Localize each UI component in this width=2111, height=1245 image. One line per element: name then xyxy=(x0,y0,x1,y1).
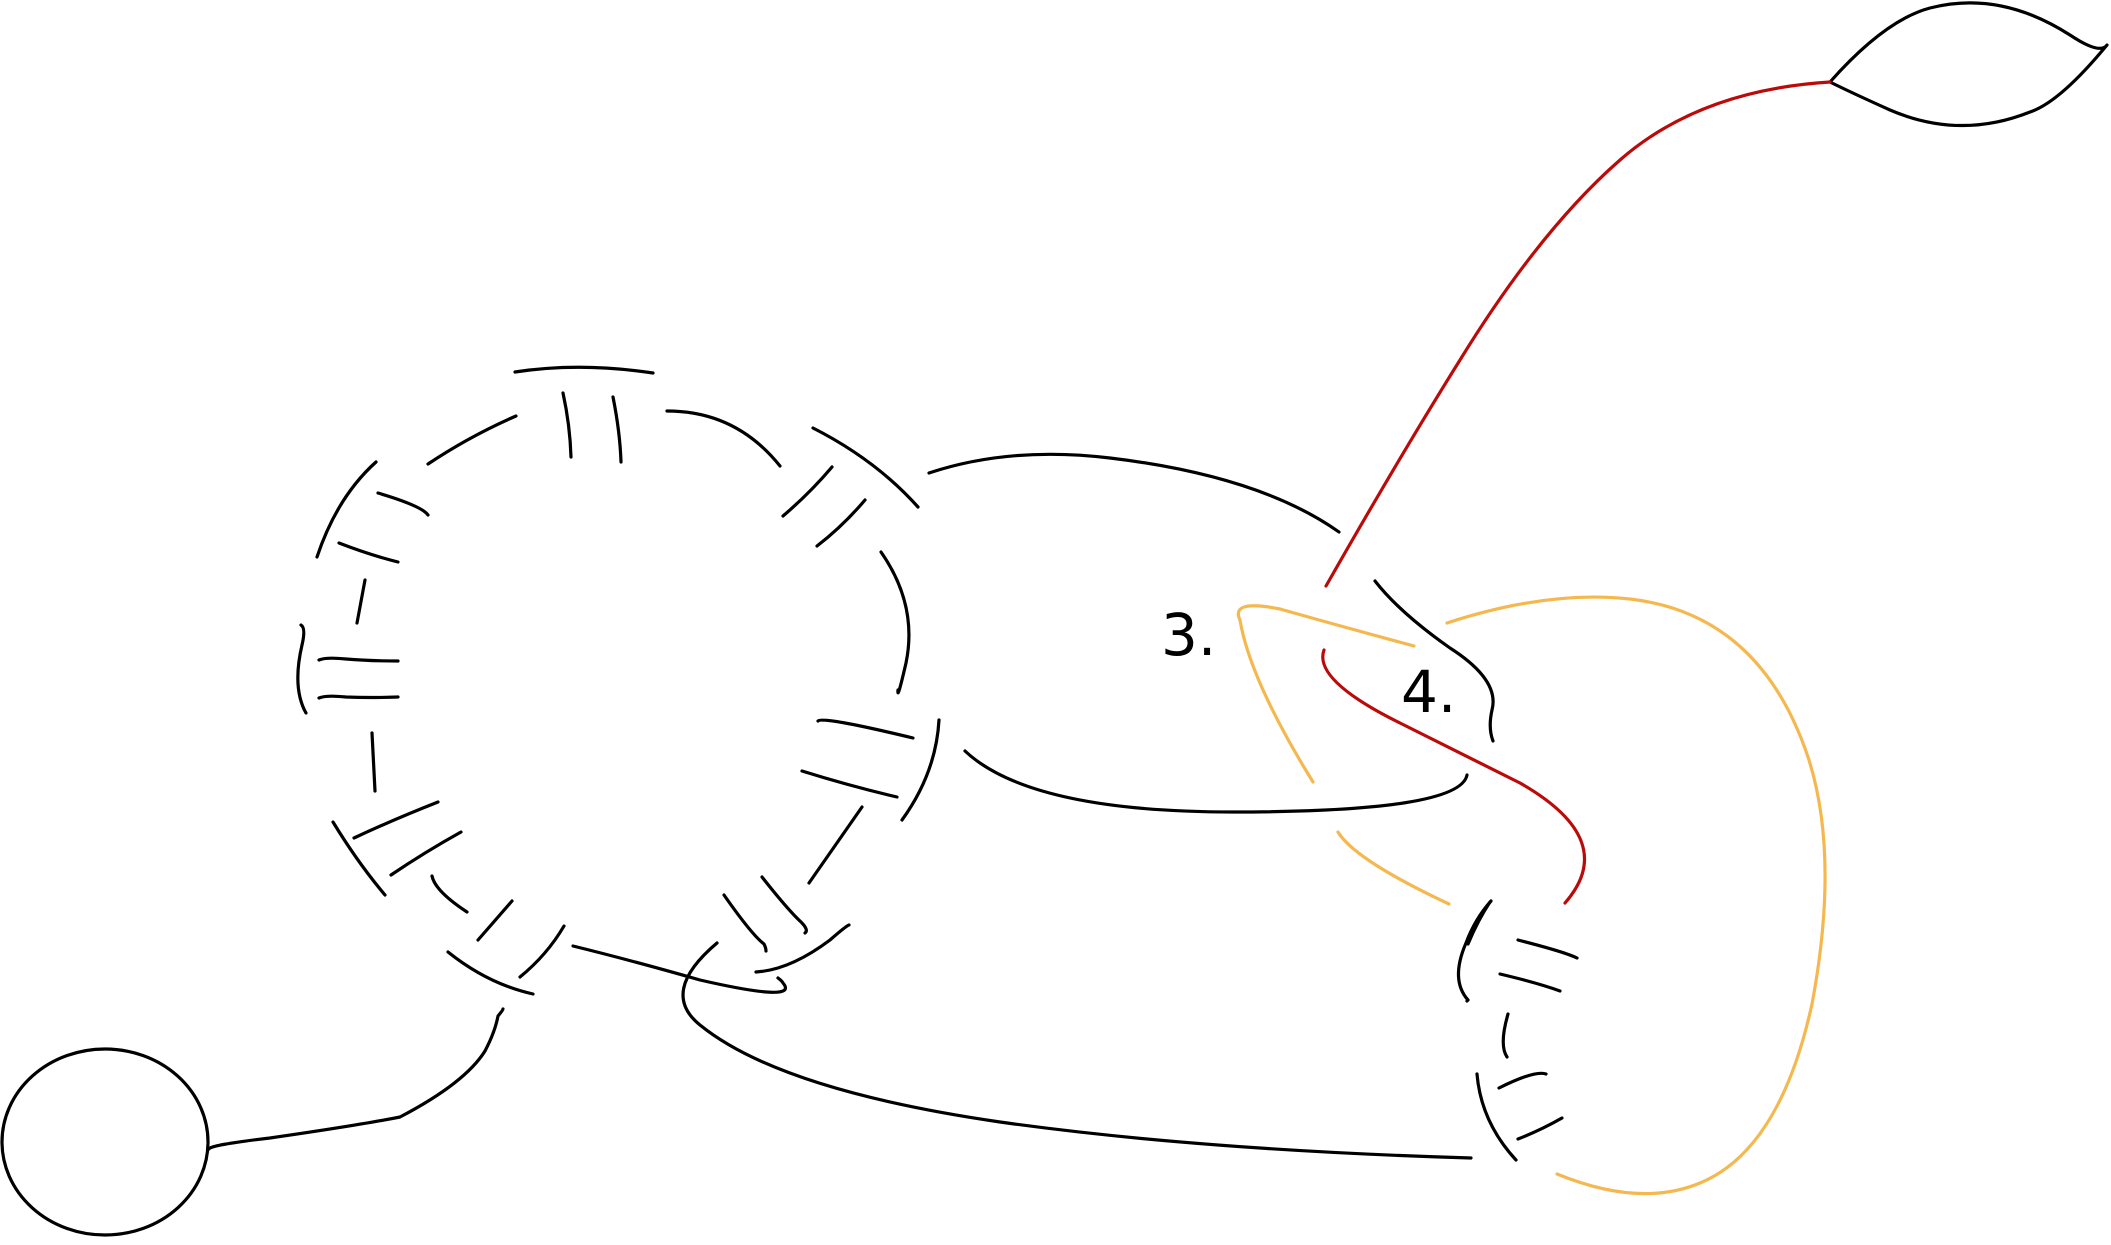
cluster-arc xyxy=(1456,899,1493,1003)
cluster-tick xyxy=(1501,1012,1510,1059)
ring-arc xyxy=(446,950,535,996)
cluster-arc xyxy=(1475,1072,1518,1162)
band-connector xyxy=(1373,579,1495,743)
cluster-tick xyxy=(1516,938,1579,960)
ring-tick xyxy=(800,769,899,799)
ring-tick xyxy=(430,874,469,914)
ring-arc xyxy=(426,414,518,466)
end-loop-right xyxy=(1828,1,2109,128)
ring-tick xyxy=(352,800,440,840)
ring-tick xyxy=(476,899,514,942)
ring-tick xyxy=(376,491,430,517)
ring-tick xyxy=(337,541,400,564)
ring-tick xyxy=(317,694,400,700)
black-band xyxy=(927,452,1495,814)
red-strand xyxy=(1321,80,1832,905)
ring-tick xyxy=(611,395,623,464)
ring-tick xyxy=(807,805,864,885)
left-loop-tail xyxy=(207,1007,505,1151)
ring-tick xyxy=(722,893,768,953)
right-loop-petal xyxy=(1828,1,2109,128)
orange-strand-big-loop xyxy=(1445,595,1827,1196)
ring-arc xyxy=(315,460,378,559)
red-strand-lower xyxy=(1321,648,1587,905)
ring-arc xyxy=(665,409,782,468)
ring-arc xyxy=(754,923,851,974)
orange-strand xyxy=(1236,595,1827,1196)
band-lower-arc xyxy=(963,749,1469,814)
ring-tick xyxy=(317,656,400,663)
ring-crossing-strand xyxy=(681,941,1473,1160)
black-knot-ring xyxy=(296,365,1473,1160)
ring-tick xyxy=(781,465,834,518)
ring-arc xyxy=(879,550,911,695)
ring-tick xyxy=(760,875,808,935)
cluster-tick xyxy=(1497,1071,1548,1090)
red-strand-upper xyxy=(1324,80,1832,588)
band-upper-arc xyxy=(927,452,1341,534)
ring-crossing-strand xyxy=(571,944,787,994)
orange-strand-loop-lower xyxy=(1336,830,1451,906)
ring-arc xyxy=(331,820,387,897)
black-right-cluster xyxy=(1456,899,1579,1162)
cluster-arc xyxy=(1466,900,1492,946)
end-loop-left xyxy=(0,1007,505,1237)
ring-arc xyxy=(296,623,308,715)
cluster-tick xyxy=(1498,972,1562,993)
ring-tick xyxy=(816,718,915,740)
ring-tick xyxy=(370,731,377,793)
ring-arc-top xyxy=(513,365,655,375)
ring-arc xyxy=(900,718,941,822)
ring-tick xyxy=(561,391,573,459)
label-3: 3. xyxy=(1161,601,1216,669)
ring-tick xyxy=(815,498,867,548)
ring-arc xyxy=(811,426,920,509)
cluster-tick xyxy=(1516,1116,1564,1141)
ring-tick xyxy=(518,924,566,979)
orange-strand-loop-upper xyxy=(1236,604,1416,784)
left-loop-circle xyxy=(0,1047,210,1237)
label-4: 4. xyxy=(1401,658,1456,726)
ring-tick xyxy=(355,578,367,625)
ring-tick xyxy=(389,830,463,877)
